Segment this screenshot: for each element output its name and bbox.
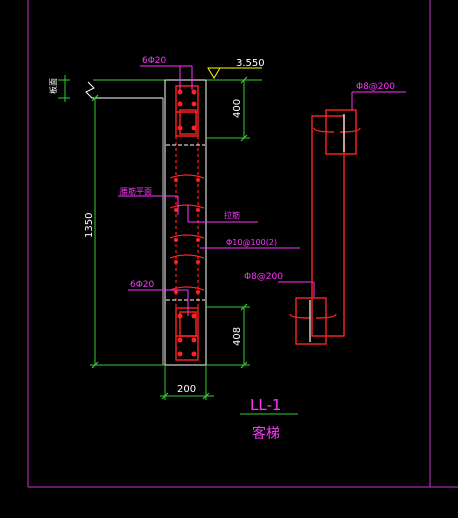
stirrup-detail [289, 109, 361, 345]
tie-bar-note: 拉筋 [224, 210, 240, 220]
waist-bar-dots [174, 178, 200, 294]
stirrup-main-label: Φ10@100(2) [226, 238, 277, 247]
bottom-rebar-cage [175, 307, 199, 361]
stirrup-detail-bars [309, 114, 345, 342]
top-bars [177, 89, 197, 131]
waist-bar-note: 腰筋平面 [120, 186, 152, 196]
dim-top-label: 400 [232, 99, 243, 118]
beam-id-title: LL-1 [250, 396, 281, 414]
drawing-frame [27, 0, 458, 488]
bottom-bars [177, 313, 197, 357]
dim-width-label: 200 [177, 384, 196, 395]
elevation-mark [207, 67, 262, 79]
dim-total-label: 1350 [84, 213, 95, 238]
top-bar-label: 6Φ20 [142, 56, 167, 66]
slab-note: 板面 [48, 78, 58, 94]
stirrup-detail-top-label: Φ8@200 [356, 82, 395, 92]
elevation-label: 3.550 [236, 58, 265, 69]
bottom-bar-label: 6Φ20 [130, 280, 155, 290]
slab-line [85, 79, 262, 99]
dim-bottom-label: 408 [232, 327, 243, 346]
dimension-lines [58, 75, 262, 400]
section-cut-marks [166, 144, 205, 301]
top-rebar-cage [175, 85, 199, 137]
beam-name-title: 客梯 [252, 425, 280, 442]
leader-lines [118, 65, 406, 316]
stirrup-detail-bottom-label: Φ8@200 [244, 272, 283, 282]
dimension-ticks [91, 76, 248, 400]
